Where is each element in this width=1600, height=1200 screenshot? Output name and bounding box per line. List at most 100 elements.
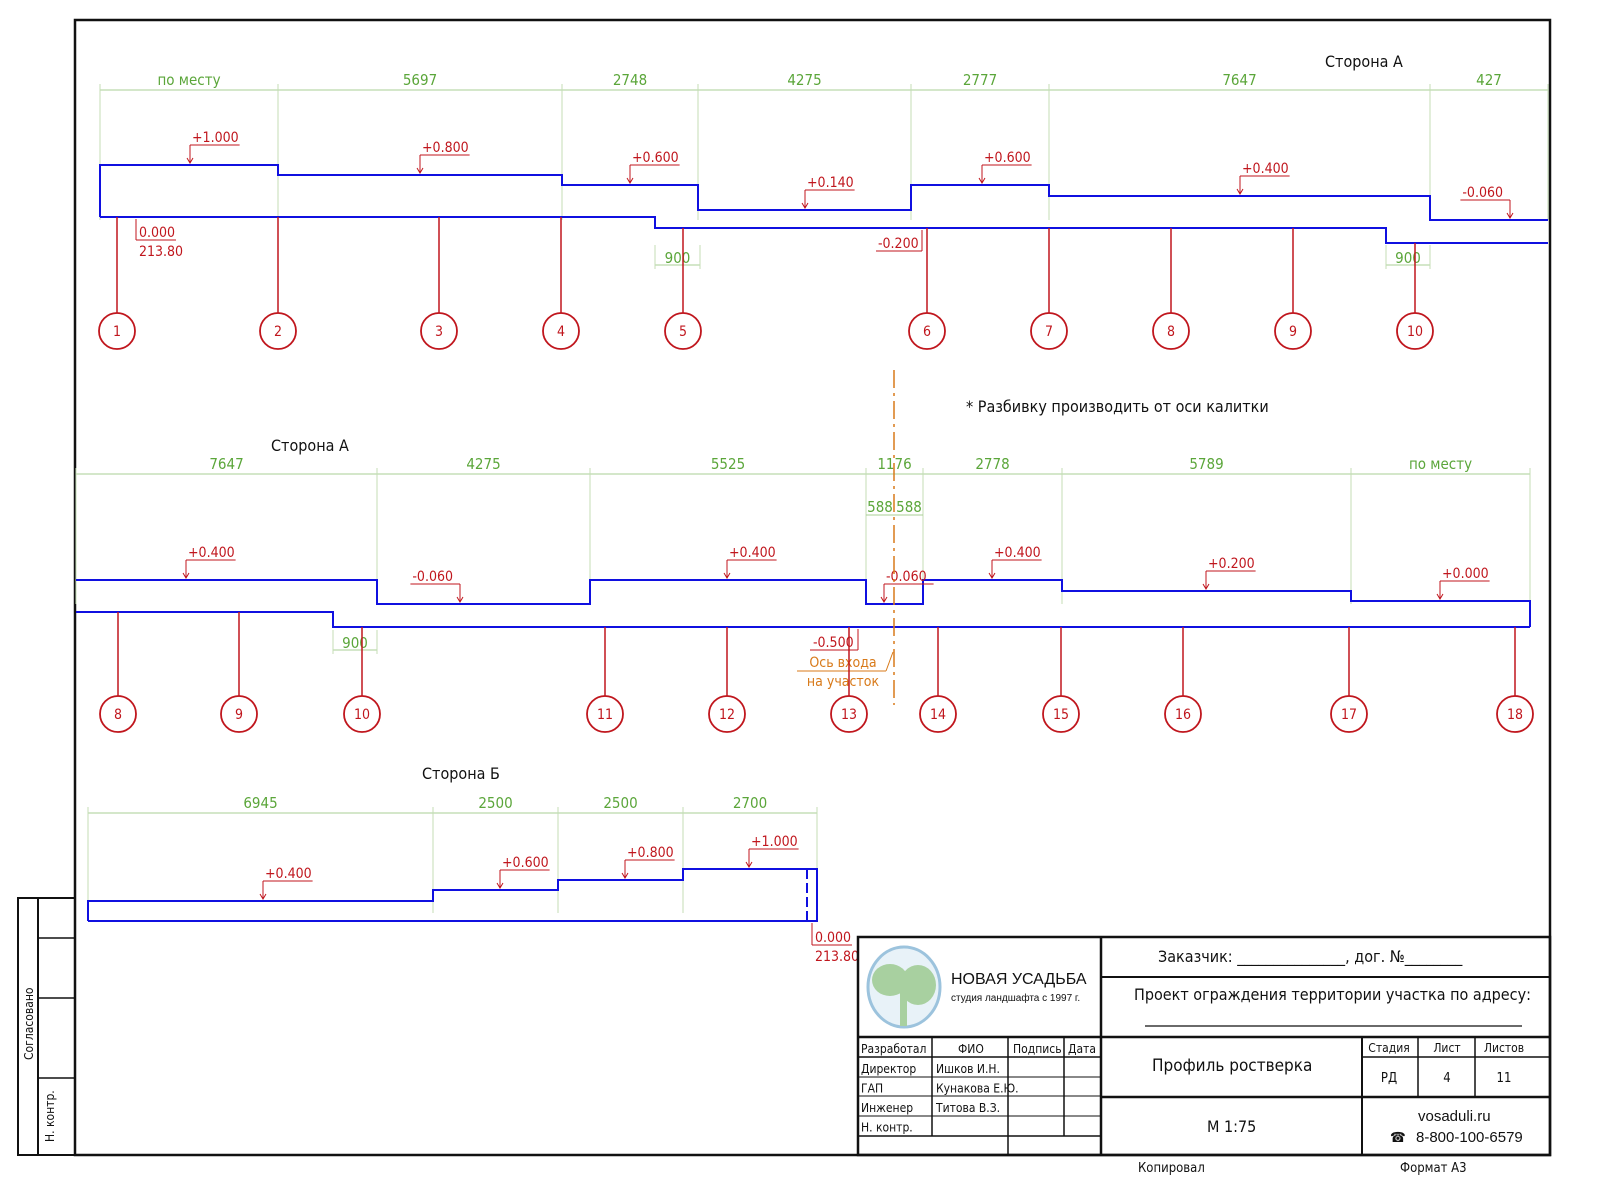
elevation-mark: +0.600 (632, 150, 679, 166)
profile-row-1: Сторона А по месту 5697 2 7 4 8 4275 2777 7647 427… (98, 52, 1549, 350)
pile-marker (98, 312, 136, 350)
grillage-profile (87, 868, 818, 922)
elevation-mark: +0.400 (729, 545, 776, 561)
staff-role: Инженер (861, 1101, 913, 1115)
elevation-mark: +0.400 (265, 866, 312, 882)
pile-marker (259, 312, 297, 350)
gate-axis-label: Ось входа (809, 655, 876, 671)
elevation-mark: -0.060 (886, 569, 927, 585)
arrow-head (496, 882, 504, 889)
pile-number: 18 (1507, 707, 1523, 723)
pile-marker (542, 312, 580, 350)
side-label: Сторона А (271, 436, 349, 455)
gate-axis-leader (885, 651, 894, 672)
dimension-label: 2700 (733, 794, 767, 812)
stage-header: Стадия (1368, 1041, 1409, 1055)
sheet-frame: Согласовано Н. контр. (17, 18, 1552, 1157)
dimension-label: 7647 (1222, 71, 1256, 89)
dimension-label: 7647 (209, 455, 243, 473)
pile-number: 8 (114, 707, 122, 723)
pile-number: 7 (1045, 324, 1053, 340)
pile-marker (1164, 695, 1202, 733)
company-logo-tree-icon (866, 945, 942, 1029)
elevation-mark: +0.400 (1242, 161, 1289, 177)
telephone-icon: ☎ (1390, 1130, 1406, 1146)
arrow-head (880, 596, 888, 603)
absolute-elevation: 213.80 (815, 949, 859, 965)
arrow-head (416, 167, 424, 174)
absolute-elevation: 213.80 (139, 244, 183, 260)
elevation-mark: -0.500 (813, 635, 854, 651)
stage-value: 11 (1497, 1071, 1512, 1086)
pile-number: 17 (1341, 707, 1357, 723)
dimension-label: 588 (896, 498, 922, 516)
dimension-label: 2500 (603, 794, 637, 812)
arrow-head (182, 572, 190, 579)
scale-label: М 1:75 (1207, 1117, 1256, 1136)
staff-name: Титова В.З. (935, 1101, 1000, 1115)
pile-marker (1496, 695, 1534, 733)
offset-dimension-label: 900 (342, 634, 368, 652)
arrow-head (978, 177, 986, 184)
pile-number: 13 (841, 707, 857, 723)
elevation-mark: -0.060 (1462, 185, 1503, 201)
staff-role: Директор (861, 1062, 916, 1076)
dimension-label: 2500 (478, 794, 512, 812)
pile-marker (220, 695, 258, 733)
arrow-head (186, 157, 194, 164)
pile-marker (99, 695, 137, 733)
pile-marker (908, 312, 946, 350)
elevation-mark: +0.200 (1208, 556, 1255, 572)
staff-name: Кунакова Е.Ю. (936, 1082, 1019, 1096)
dimension-label: 4275 (787, 71, 821, 89)
elevation-mark: +1.000 (192, 130, 239, 146)
elevation-mark: +0.600 (502, 855, 549, 871)
pile-number: 16 (1175, 707, 1191, 723)
pile-marker (708, 695, 746, 733)
pile-number: 4 (557, 324, 565, 340)
arrow-head (723, 572, 731, 579)
elevation-mark: +0.140 (807, 175, 854, 191)
pile-number: 15 (1053, 707, 1069, 723)
stage-header: Лист (1433, 1041, 1460, 1055)
dimension-label: 2777 (963, 71, 997, 89)
elevation-mark: +0.800 (627, 845, 674, 861)
arrow-head (621, 872, 629, 879)
pile-marker (664, 312, 702, 350)
drawing-title: Профиль ростверка (1152, 1056, 1312, 1076)
pile-marker (1396, 312, 1434, 350)
pile-marker (1330, 695, 1368, 733)
elevation-mark: -0.060 (412, 569, 453, 585)
arrow-head (456, 596, 464, 603)
grillage-top-line (76, 579, 1531, 627)
dimension-label: 4275 (466, 455, 500, 473)
arrow-head (1202, 583, 1210, 590)
elevation-mark: 0.000 (815, 930, 851, 946)
norm-control-label: Н. контр. (43, 1090, 57, 1142)
format-label: Формат А3 (1400, 1161, 1467, 1176)
pile-number: 8 (1167, 324, 1175, 340)
dimension-label: 5789 (1189, 455, 1223, 473)
dimension-label: 5697 (403, 71, 437, 89)
copied-label: Копировал (1138, 1161, 1205, 1176)
elevation-mark: 0.000 (139, 225, 175, 241)
pile-marker (1152, 312, 1190, 350)
side-label: Сторона А (1325, 52, 1403, 71)
arrow-head (801, 202, 809, 209)
pile-marker (919, 695, 957, 733)
pile-number: 1 (113, 324, 121, 340)
dimension-label: 427 (1476, 71, 1502, 89)
title-block (856, 935, 1552, 1157)
pile-number: 14 (930, 707, 946, 723)
pile-marker (1042, 695, 1080, 733)
pile-marker (586, 695, 624, 733)
elevation-mark: +0.000 (1442, 566, 1489, 582)
staff-table-header: ФИО (958, 1042, 984, 1056)
pile-number: 10 (1407, 324, 1423, 340)
customer-field: Заказчик: _______________, дог. №_______… (1158, 947, 1463, 967)
staff-table-header: Подпись (1013, 1042, 1062, 1056)
dimension-label: по месту (157, 71, 220, 89)
pile-number: 2 (274, 324, 282, 340)
pile-marker (1030, 312, 1068, 350)
